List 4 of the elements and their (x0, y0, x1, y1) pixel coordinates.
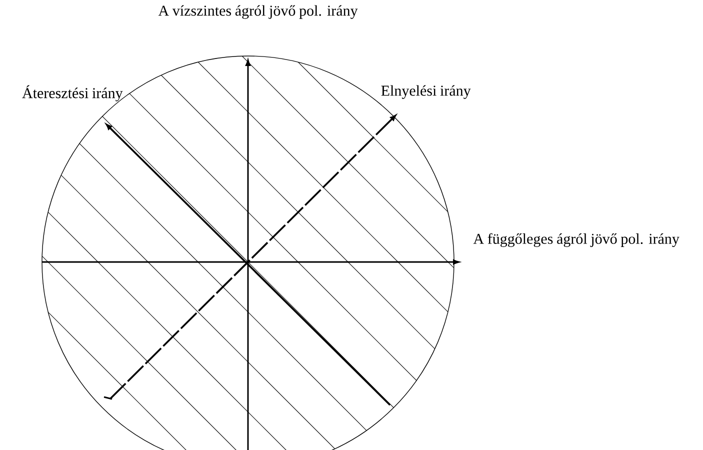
direction-label: A vízszintes ágról jövő pol. irány (158, 5, 358, 19)
direction-label: Elnyelési irány (381, 85, 471, 99)
direction-label: Áteresztési irány (22, 85, 123, 102)
direction-label: A függőleges ágról jövő pol. irány (473, 233, 680, 247)
